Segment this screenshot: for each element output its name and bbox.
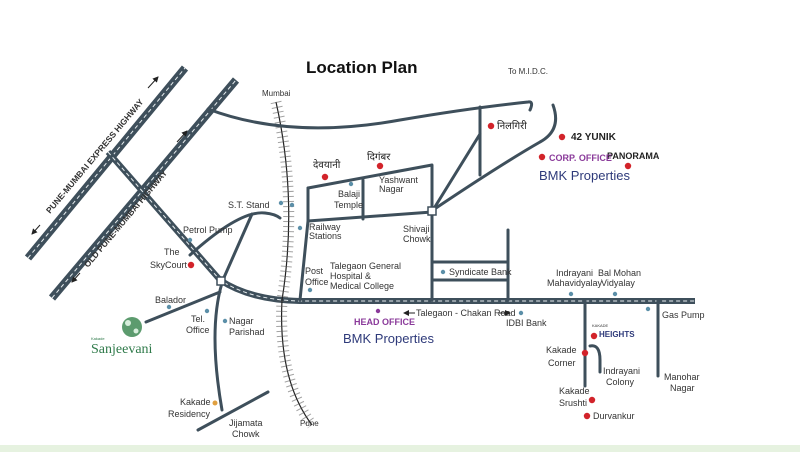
label-jijamata-1: Jijamata	[229, 418, 263, 428]
local-roads	[144, 100, 660, 432]
label-balaji-1: Balaji	[338, 189, 360, 199]
marker-skycourt	[187, 261, 195, 269]
label-st-stand: S.T. Stand	[228, 200, 270, 210]
railway-line	[270, 100, 317, 429]
label-nagar-2: Parishad	[229, 327, 265, 337]
label-hospital-2: Hospital &	[330, 271, 371, 281]
label-midc: To M.I.D.C.	[508, 67, 548, 76]
label-kakade-corner-1: Kakade	[546, 345, 577, 355]
arrow-icon	[31, 224, 41, 235]
label-idbi-bank: IDBI Bank	[506, 318, 547, 328]
label-yashwant-2: Nagar	[379, 184, 404, 194]
label-balmohan-2: Vidyalay	[601, 278, 635, 288]
marker-heights	[590, 332, 598, 340]
label-post-1: Post	[305, 266, 324, 276]
marker-digambar	[376, 162, 384, 170]
label-bmk-head: BMK Properties	[343, 331, 435, 346]
label-indrayani-m-2: Mahavidyalay	[547, 278, 603, 288]
arrow-icon	[147, 76, 159, 89]
marker-durvankur	[583, 412, 591, 420]
label-balaji-2: Temple	[334, 200, 363, 210]
label-indrayani-c-2: Colony	[606, 377, 635, 387]
landmark-markers	[166, 181, 651, 406]
label-digambar: दिगंबर	[367, 151, 391, 163]
label-nilgiri: निलगिरी	[497, 120, 527, 132]
sanjeevani-logo: Kakade Sanjeevani	[91, 317, 153, 357]
label-petrol-pump: Petrol Pump	[183, 225, 233, 235]
label-skycourt-2: SkyCourt	[150, 260, 188, 270]
label-syndicate-bank: Syndicate Bank	[449, 267, 512, 277]
label-manohar-1: Manohar	[664, 372, 700, 382]
label-devyani: देवयानी	[313, 159, 341, 171]
label-mumbai: Mumbai	[262, 89, 291, 98]
label-heights-small: KAKADE	[592, 323, 609, 328]
label-kakade-residency-2: Residency	[168, 409, 211, 419]
label-kakade-residency-1: Kakade	[180, 397, 211, 407]
label-nagar-1: Nagar	[229, 316, 254, 326]
label-balmohan-1: Bal Mohan	[598, 268, 641, 278]
label-42-yunik: 42 YUNIK	[571, 132, 617, 143]
marker-corp-office	[538, 153, 546, 161]
express-highway	[24, 65, 189, 261]
label-hospital-3: Medical College	[330, 281, 394, 291]
label-shivaji-2: Chowk	[403, 234, 431, 244]
label-head-office: HEAD OFFICE	[354, 317, 415, 327]
label-durvankur: Durvankur	[593, 411, 635, 421]
label-bmk-corp: BMK Properties	[539, 168, 631, 183]
marker-nilgiri	[487, 122, 495, 130]
express-highway-label: PUNE-MUMBAI EXPRESS HIGHWAY	[44, 97, 146, 216]
logo-text: Sanjeevani	[91, 342, 153, 357]
label-kakade-srushti-2: Srushti	[559, 398, 587, 408]
label-shivaji-1: Shivaji	[403, 224, 430, 234]
label-talegaon-chakan-road: Talegaon - Chakan Road	[416, 308, 516, 318]
label-kakade-corner-2: Corner	[548, 358, 576, 368]
footer-strip	[0, 445, 800, 452]
marker-kakade-corner	[581, 349, 589, 357]
label-jijamata-2: Chowk	[232, 429, 260, 439]
label-balador: Balador	[155, 295, 186, 305]
label-skycourt-1: The	[164, 247, 180, 257]
label-gas-pump: Gas Pump	[662, 310, 705, 320]
label-post-2: Office	[305, 277, 328, 287]
marker-42-yunik	[558, 133, 566, 141]
label-corp-office: CORP. OFFICE	[549, 153, 612, 163]
label-yashwant-1: Yashwant	[379, 175, 418, 185]
label-kakade-srushti-1: Kakade	[559, 386, 590, 396]
label-indrayani-c-1: Indrayani	[603, 366, 640, 376]
marker-kakade-srushti	[588, 396, 596, 404]
arrow-icon	[176, 130, 188, 143]
label-tel-1: Tel.	[191, 314, 205, 324]
marker-panorama	[624, 162, 632, 170]
label-tel-2: Office	[186, 325, 209, 335]
label-heights: HEIGHTS	[599, 330, 635, 339]
label-railway-1: Railway	[309, 222, 341, 232]
label-manohar-2: Nagar	[670, 383, 695, 393]
label-railway-2: Stations	[309, 231, 342, 241]
marker-devyani	[321, 173, 329, 181]
arrow-icon	[71, 272, 81, 283]
logo-small-text: Kakade	[91, 336, 105, 341]
label-hospital-1: Talegaon General	[330, 261, 401, 271]
label-indrayani-m-1: Indrayani	[556, 268, 593, 278]
label-panorama: PANORAMA	[607, 151, 660, 161]
map-title: Location Plan	[306, 58, 417, 77]
property-markers	[187, 122, 632, 420]
label-pune: Pune	[300, 419, 319, 428]
